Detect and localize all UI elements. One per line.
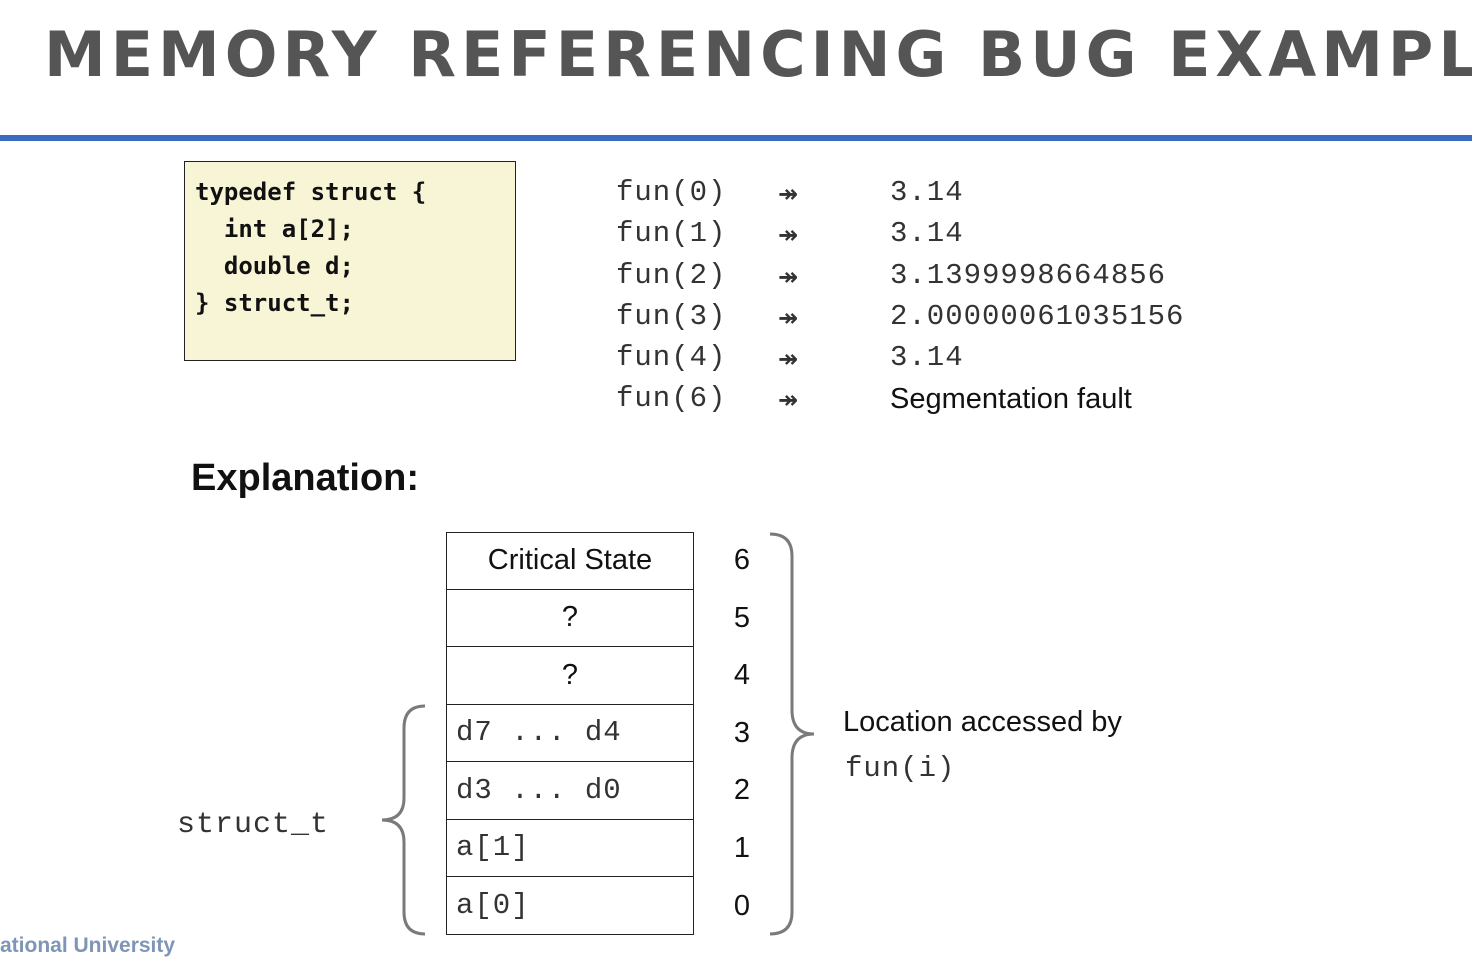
memory-cell: a[0] [446,877,694,935]
result-value: 3.1399998664856 [890,258,1167,292]
memory-cell: ? [446,589,694,647]
result-call: fun(4) [616,341,727,375]
title-divider [0,135,1472,141]
leads-to-icon: ↠ [778,345,798,373]
memory-cell-label: d3 ... d0 [456,773,622,807]
memory-cell: a[1] [446,819,694,877]
memory-cell-label: a[1] [456,831,530,865]
memory-cell-label: Critical State [487,544,653,577]
code-line: int a[2]; [195,215,354,243]
leads-to-icon: ↠ [778,180,798,208]
memory-cell-label: a[0] [456,888,530,922]
leads-to-icon: ↠ [778,304,798,332]
struct-label: struct_t [177,808,330,842]
memory-cell-label: ? [561,658,579,691]
svg-text:↠: ↠ [778,345,798,373]
struct-code-box: typedef struct { int a[2]; double d; } s… [184,161,516,361]
svg-text:↠: ↠ [778,263,798,291]
memory-cell: ? [446,647,694,705]
memory-layout: Critical State ? ? d7 ... d4 d3 ... d0 a… [446,532,694,935]
explanation-heading: Explanation: [191,457,420,499]
memory-cell: d7 ... d4 [446,704,694,762]
slide-title: MEMORY REFERENCING BUG EXAMPLE [44,18,1472,91]
right-brace [769,532,815,936]
memory-index: 6 [733,544,751,576]
result-call: fun(6) [616,382,727,416]
svg-text:↠: ↠ [778,304,798,332]
access-expression: fun(i) [845,752,956,785]
result-value: 3.14 [890,217,964,251]
result-call: fun(0) [616,176,727,209]
result-call: fun(1) [616,217,727,251]
code-line: typedef struct { [195,178,427,206]
memory-cell-label: ? [561,601,579,634]
leads-to-icon: ↠ [778,221,798,249]
memory-index: 0 [733,890,751,922]
memory-index: 4 [733,659,751,691]
memory-cell: d3 ... d0 [446,762,694,820]
memory-index: 5 [733,602,751,634]
left-brace [381,704,426,936]
result-value: 3.14 [890,176,964,209]
result-call: fun(2) [616,258,727,292]
leads-to-icon: ↠ [778,263,798,291]
memory-cell-label: d7 ... d4 [456,716,622,750]
svg-text:↠: ↠ [778,180,798,208]
result-value: 3.14 [890,341,964,375]
code-line: } struct_t; [195,289,354,317]
memory-cell: Critical State [446,532,694,590]
leads-to-icon: ↠ [778,386,798,414]
svg-text:↠: ↠ [778,221,798,249]
result-value: 2.00000061035156 [890,299,1185,333]
access-label: Location accessed by [843,706,1122,738]
memory-index: 2 [733,774,751,806]
result-value-segfault: Segmentation fault [890,383,1132,416]
memory-index: 1 [733,832,751,864]
svg-text:↠: ↠ [778,386,798,414]
code-line: double d; [195,252,354,280]
result-call: fun(3) [616,299,727,333]
memory-index: 3 [733,717,751,749]
footer-university: ational University [0,934,176,957]
